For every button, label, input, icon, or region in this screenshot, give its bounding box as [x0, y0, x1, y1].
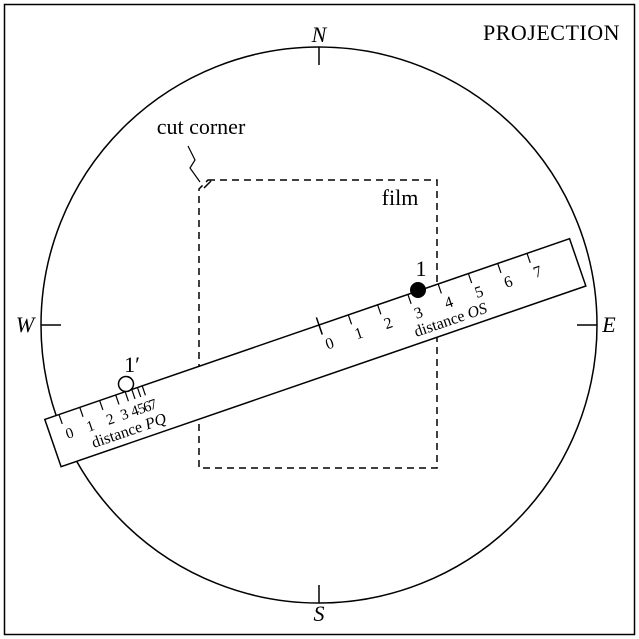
os-tick [497, 263, 502, 274]
diffraction-spot [410, 282, 426, 298]
compass-south: S [314, 601, 325, 626]
scale-ruler: 0 1 2 3 4 5 6 7 distance OS 0 1 2 3 4 5 … [43, 237, 587, 468]
os-tick [347, 314, 353, 325]
pq-tick [131, 389, 136, 400]
compass-west: W [16, 312, 36, 337]
os-tick [377, 304, 382, 315]
projected-spot-label: 1′ [124, 352, 140, 377]
compass-east: E [601, 312, 616, 337]
film-label: film [382, 185, 419, 210]
spot-label: 1 [416, 256, 427, 281]
os-tick [407, 294, 412, 305]
pq-tick [115, 394, 120, 405]
film-outline [198, 179, 438, 469]
pq-label-var: PQ [142, 410, 169, 433]
cut-corner-label: cut corner [157, 114, 246, 139]
projected-spot [117, 375, 135, 393]
pq-tick [124, 391, 129, 402]
pq-tick [58, 414, 63, 425]
cut-corner-leader [187, 145, 201, 183]
pq-tick [99, 400, 104, 411]
title: PROJECTION [483, 20, 620, 45]
os-label-var: OS [465, 300, 489, 322]
os-tick [318, 324, 323, 335]
pq-tick [136, 387, 142, 398]
os-tick [437, 283, 442, 294]
cut-corner-edge [203, 180, 212, 189]
ruler-body [43, 237, 587, 468]
pq-tick [141, 385, 147, 396]
os-tick [467, 273, 473, 284]
outer-frame [3, 3, 636, 636]
pq-tick [79, 407, 84, 418]
os-tick [526, 253, 531, 264]
compass-north: N [311, 22, 328, 47]
